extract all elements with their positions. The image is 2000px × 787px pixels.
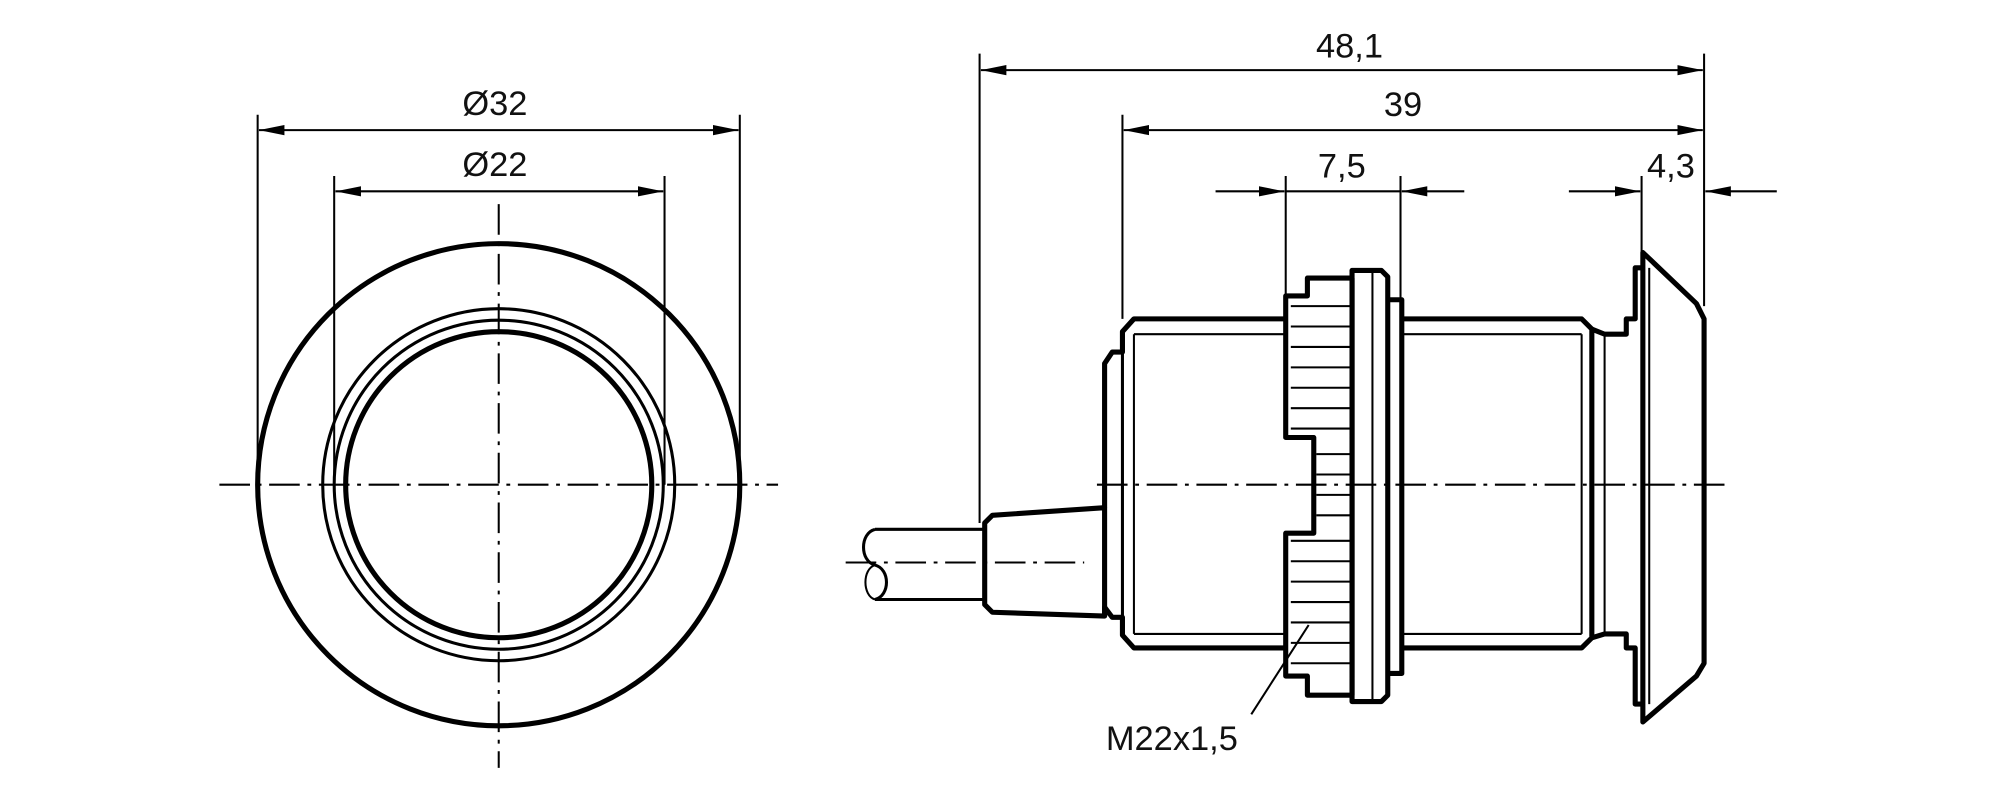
overall-length-label: 48,1 [1316, 27, 1383, 65]
thread-label: M22x1,5 [1106, 720, 1238, 758]
outer-diameter-label: Ø32 [462, 85, 527, 123]
cable [845, 527, 1085, 602]
body-length-label: 39 [1384, 86, 1422, 124]
front-view: Ø32 Ø22 [219, 85, 779, 768]
head-length-label: 4,3 [1647, 147, 1695, 185]
mounting-nut [1283, 267, 1405, 705]
lens-head [1640, 250, 1707, 725]
neck [1590, 265, 1643, 707]
nut-width-label: 7,5 [1318, 147, 1366, 185]
inner-diameter-label: Ø22 [462, 146, 527, 184]
thread-leader-line [1250, 624, 1310, 715]
side-view: 48,1 39 7,5 4,3 M22x1,5 [845, 27, 1777, 758]
